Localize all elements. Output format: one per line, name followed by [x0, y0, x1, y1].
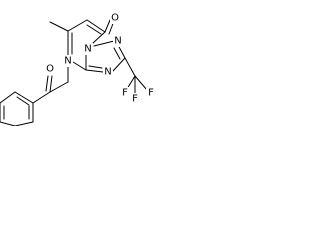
bond-c6-c5 [67, 19, 88, 32]
bond-c2-n3 [112, 57, 126, 72]
chemical-structure: O N N N N O F F F [0, 12, 156, 126]
bond-n1-n2 [93, 40, 115, 47]
bond-n2-c2-double [113, 47, 121, 60]
bond-c7-c6 [86, 19, 106, 33]
bond-c7-c6-double [86, 24, 102, 35]
atom-n3: N [104, 67, 111, 78]
bond-c2-cf3 [124, 57, 136, 77]
bond-ph-2 [0, 91, 16, 104]
bond-ch2-co [49, 81, 69, 93]
bond-ph-inner-1 [16, 96, 30, 106]
atom-o-ring-carbonyl: O [111, 13, 119, 24]
atom-n4: N [64, 56, 71, 67]
atom-f-left: F [122, 88, 128, 99]
atom-f-bottom: F [132, 94, 138, 105]
bond-co-o-double [45, 75, 49, 92]
bond-cf3-f-right [134, 75, 148, 91]
bond-ph-4 [0, 121, 16, 126]
atom-n2: N [114, 36, 121, 47]
bond-c7-o [104, 19, 111, 33]
atom-o-ketone: O [46, 64, 54, 75]
bond-n3-c3a-double [88, 65, 103, 69]
bond-n2-c2 [117, 44, 126, 59]
bond-n3-c3a [85, 69, 104, 73]
bond-co-o [49, 75, 53, 93]
atom-n1: N [84, 44, 91, 55]
bond-methyl [49, 21, 69, 32]
bond-cf3-f-left [126, 75, 136, 90]
atom-f-right: F [148, 88, 154, 99]
bond-ph-1 [14, 91, 34, 104]
bond-n4-c3a [72, 61, 87, 71]
bond-n1-c7 [92, 31, 106, 44]
bond-co-phenyl [32, 91, 51, 104]
bond-ph-5 [14, 121, 34, 126]
